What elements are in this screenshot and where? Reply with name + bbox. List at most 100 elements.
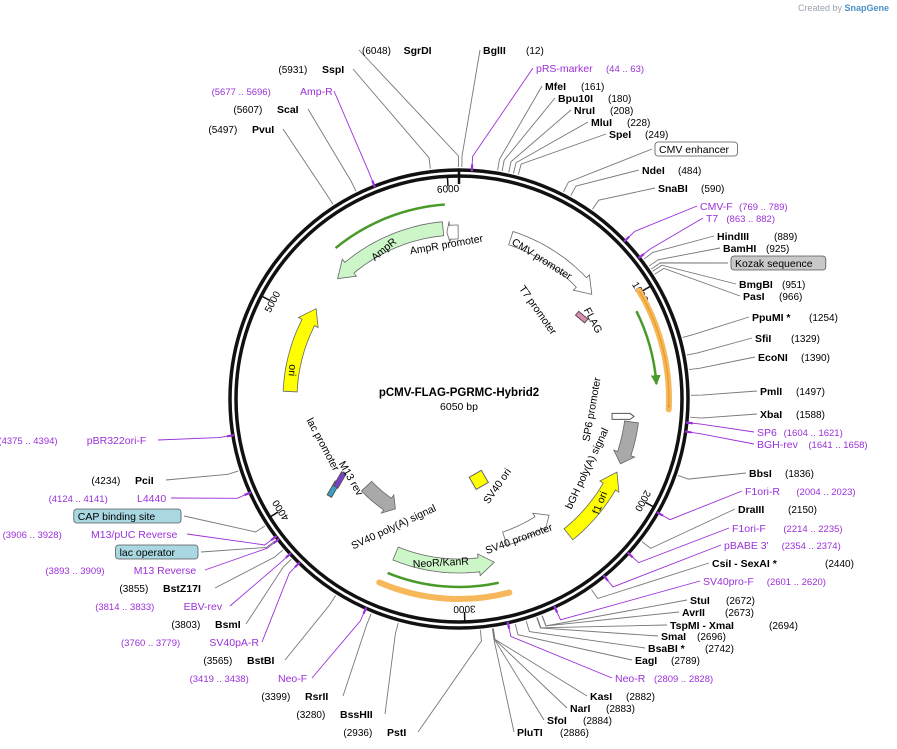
site-bstz17i[interactable]: BstZ17I(3855) [119, 583, 201, 595]
site-name: SfoI [547, 715, 567, 727]
site-bsabi[interactable]: BsaBI *(2742) [648, 643, 734, 655]
site-name: PvuI [252, 124, 274, 136]
leader-pasi [654, 267, 741, 297]
site-sp6[interactable]: SP6(1604 .. 1621) [757, 427, 843, 439]
site-pasi[interactable]: PasI(966) [743, 291, 802, 303]
site-pmli[interactable]: PmlI(1497) [760, 386, 825, 398]
site-name: F1ori-F [732, 523, 766, 535]
site-bsshii[interactable]: BssHII(3280) [296, 709, 372, 721]
feature-sv40-polya [360, 480, 396, 514]
site-name: M13 Reverse [134, 565, 197, 577]
site-rsrii[interactable]: RsrII(3399) [261, 691, 328, 703]
leader-pluti [491, 628, 515, 733]
site-xbai[interactable]: XbaI(1588) [760, 409, 825, 421]
site-mlui[interactable]: MluI(228) [591, 117, 650, 129]
site-position: (5497) [208, 125, 237, 136]
site-neo-f[interactable]: Neo-F(3419 .. 3438) [190, 673, 308, 685]
site-sspi[interactable]: SspI(5931) [278, 64, 344, 76]
site-name: MluI [591, 117, 612, 129]
leader-bsshii [384, 622, 399, 715]
site-smai[interactable]: SmaI(2696) [661, 631, 726, 643]
orf-neo [376, 579, 513, 602]
primer-mark-t7 [637, 253, 645, 260]
site-snabi[interactable]: SnaBI(590) [658, 183, 724, 195]
credit-prefix: Created by [797, 3, 842, 13]
site-econi[interactable]: EcoNI(1390) [758, 352, 830, 364]
site-ppumi[interactable]: PpuMI *(1254) [752, 312, 838, 324]
site-ebv-rev[interactable]: EBV-rev (3814 .. 3833) [95, 601, 223, 613]
site-sv40pa-r[interactable]: SV40pA-R(3760 .. 3779) [121, 637, 259, 649]
site-name: EBV-rev [184, 601, 223, 613]
site-draiii[interactable]: DraIII(2150) [738, 504, 817, 516]
site-cap-binding-site[interactable]: CAP binding site [73, 508, 182, 524]
site-bstbi[interactable]: BstBI(3565) [203, 655, 274, 667]
tick-label: 5000 [263, 289, 283, 314]
site-name: PciI [135, 475, 154, 487]
site-psti[interactable]: PstI(2936) [343, 727, 406, 739]
site-scai[interactable]: ScaI(5607) [233, 104, 298, 116]
site-nari[interactable]: NarI(2883) [570, 703, 635, 715]
site-position: (3565) [203, 656, 232, 667]
site-f1ori-f[interactable]: F1ori-F(2214 .. 2235) [732, 523, 843, 535]
site-sv40pro-f[interactable]: SV40pro-F(2601 .. 2620) [703, 576, 826, 588]
site-neo-r[interactable]: Neo-R(2809 .. 2828) [615, 673, 713, 685]
site-sgrdi[interactable]: SgrDI(6048) [362, 45, 432, 57]
site-stui[interactable]: StuI(2672) [690, 595, 755, 607]
leader-smai [536, 617, 659, 637]
site-hindiii[interactable]: HindIII(889) [717, 231, 797, 243]
site-pcii[interactable]: PciI(4234) [91, 475, 153, 487]
site-position: (3814 .. 3833) [95, 602, 154, 613]
site-pluti[interactable]: PluTI(2886) [517, 727, 589, 739]
site-avrii[interactable]: AvrII(2673) [682, 607, 754, 619]
site-name: EagI [635, 655, 657, 667]
site-lac-operator[interactable]: lac operator [115, 544, 199, 560]
leader-pmli [690, 390, 758, 396]
site-csii-sexai[interactable]: CsiI - SexAI *(2440) [712, 558, 854, 570]
site-bamhi[interactable]: BamHI(925) [723, 243, 789, 255]
site-bbsi[interactable]: BbsI(1836) [749, 468, 814, 480]
site-name: BsmI [215, 619, 241, 631]
site-mfei[interactable]: MfeI(161) [545, 81, 604, 93]
leader-mfei [497, 85, 543, 171]
site-bglii[interactable]: BglII(12) [483, 45, 544, 57]
site-name: StuI [690, 595, 710, 607]
site-t7[interactable]: T7(863 .. 882) [706, 213, 775, 225]
primer-mark-amp-r [371, 180, 376, 188]
site-ndei[interactable]: NdeI(484) [642, 165, 701, 177]
site-m13-puc-reverse[interactable]: M13/pUC Reverse(3906 .. 3928) [3, 529, 178, 541]
site-kasi[interactable]: KasI(2882) [590, 691, 655, 703]
site-eagi[interactable]: EagI(2789) [635, 655, 700, 667]
site-pbr322ori-f[interactable]: pBR322ori-F(4375 .. 4394) [0, 435, 146, 447]
site-amp-r[interactable]: Amp-R(5677 .. 5696) [212, 86, 333, 98]
site-pvui[interactable]: PvuI (5497) [208, 124, 274, 136]
tick-label: 3000 [453, 603, 476, 615]
site-bgh-rev[interactable]: BGH-rev(1641 .. 1658) [757, 439, 868, 451]
plasmid-length: 6050 bp [440, 401, 478, 413]
site-position: (2694) [769, 621, 798, 632]
site-position: (3803) [171, 620, 200, 631]
site-spei[interactable]: SpeI(249) [609, 129, 668, 141]
site-name: Neo-F [278, 673, 307, 685]
primer-mark-sv40pro-f [553, 605, 559, 613]
site-nrui[interactable]: NruI(208) [574, 105, 633, 117]
leader-mlui [512, 121, 589, 174]
site-f1ori-r[interactable]: F1ori-R(2004 .. 2023) [745, 486, 856, 498]
site-pbabe-3[interactable]: pBABE 3'(2354 .. 2374) [724, 540, 841, 552]
site-cmv-f[interactable]: CMV-F(769 .. 789) [700, 201, 788, 213]
site-bpu10i[interactable]: Bpu10I(180) [558, 93, 631, 105]
leader-psti [417, 629, 482, 733]
site-l4440[interactable]: L4440(4124 .. 4141) [49, 493, 167, 505]
site-bsmi[interactable]: BsmI (3803) [171, 619, 240, 631]
site-kozak-sequence[interactable]: Kozak sequence [730, 255, 827, 271]
site-prs-marker[interactable]: pRS-marker(44 .. 63) [536, 63, 644, 75]
site-cmv-enhancer[interactable]: CMV enhancer [654, 141, 738, 157]
site-tspmi-xmai[interactable]: TspMI - XmaI(2694) [670, 620, 798, 632]
site-m13-reverse[interactable]: M13 Reverse(3893 .. 3909) [45, 565, 196, 577]
cds-pgrmc-line [635, 310, 661, 386]
site-position: (3906 .. 3928) [3, 530, 62, 541]
site-name: AvrII [682, 607, 705, 619]
site-sfoi[interactable]: SfoI(2884) [547, 715, 612, 727]
site-sfii[interactable]: SfiI(1329) [755, 333, 820, 345]
site-bmgbi[interactable]: BmgBI(951) [739, 279, 805, 291]
leader-avrii [541, 611, 680, 627]
